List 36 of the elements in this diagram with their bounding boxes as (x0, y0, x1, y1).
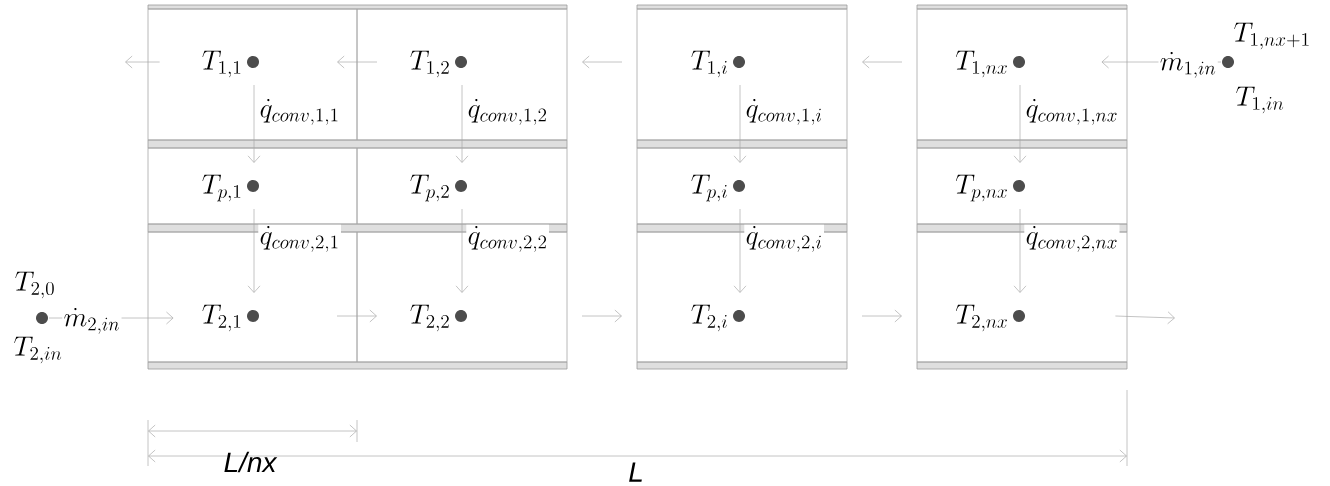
edge-label: $\dot{m}_{1,in}$ (1158, 50, 1218, 80)
arrow (861, 309, 902, 323)
edge-label: $\dot{q}_{conv,2,i}$ (744, 224, 824, 254)
arrow (455, 208, 469, 293)
grid-cell: $T_{p,nx}$ (916, 147, 1128, 225)
edge-label: $\dot{q}_{conv,1,i}$ (744, 97, 824, 127)
edge-label: $\dot{q}_{conv,1,1}$ (258, 97, 341, 127)
arrow (581, 309, 622, 323)
edge-label: $\dot{m}_{2,in}$ (62, 306, 122, 336)
arrow (733, 84, 747, 163)
grid-cell: $T_{p,1}$ (147, 147, 358, 225)
arrow (1115, 311, 1175, 325)
dimension-label: L/nx (224, 451, 278, 473)
edge-label: $\dot{q}_{conv,1,2}$ (466, 97, 549, 127)
arrow (1013, 84, 1027, 163)
grid-cell: $T_{p,i}$ (636, 147, 848, 225)
arrow (125, 55, 160, 69)
arrow (733, 208, 747, 293)
arrow (582, 55, 623, 69)
edge-label: $\dot{q}_{conv,1,nx}$ (1024, 97, 1120, 127)
temperature-label: $T_{2,in}$ (14, 336, 62, 364)
edge-label: $\dot{q}_{conv,2,1}$ (258, 224, 341, 254)
temperature-label: $T_{1,in}$ (1236, 86, 1284, 114)
temperature-label: $T_{1,nx+1}$ (1234, 22, 1309, 50)
arrow (455, 84, 469, 163)
edge-label: $\dot{q}_{conv,2,nx}$ (1024, 224, 1120, 254)
arrow (247, 208, 261, 293)
arrow (247, 84, 261, 163)
dimension-label: L (629, 462, 642, 482)
grid-cell: $T_{p,2}$ (356, 147, 568, 225)
arrow (1013, 208, 1027, 293)
arrow (336, 309, 377, 323)
arrow (337, 55, 378, 69)
temperature-label: $T_{2,0}$ (15, 271, 54, 299)
arrow (862, 55, 903, 69)
edge-label: $\dot{q}_{conv,2,2}$ (466, 224, 549, 254)
